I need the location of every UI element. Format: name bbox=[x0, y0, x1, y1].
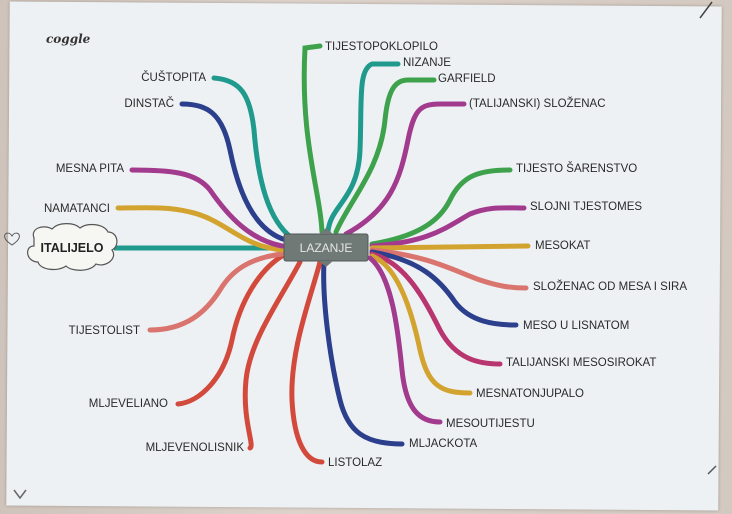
branch-label-tijestopoklopilo[interactable]: TIJESTOPOKLOPILO bbox=[325, 41, 438, 53]
branch-labels: TIJESTOPOKLOPILO NIZANJE GARFIELD (TALIJANS… bbox=[44, 41, 687, 469]
clip-bottom-right bbox=[707, 465, 717, 475]
branch-line-mesoutijestu bbox=[367, 255, 443, 425]
branch-line-mesokat bbox=[369, 243, 531, 251]
branch-label-slozenac-od-mesa[interactable]: SLOŽENAC OD MESA I SIRA bbox=[533, 280, 687, 293]
branch-line-custopita bbox=[211, 75, 295, 241]
branch-label-mesnatonjupalo[interactable]: MESNATONJUPALO bbox=[476, 388, 584, 400]
branch-line-mljevenolisnik bbox=[242, 259, 303, 451]
branch-line-tijestopoklopilo bbox=[301, 43, 325, 235]
branch-line-listolaz bbox=[289, 259, 325, 465]
branch-label-slojni-tjestomes[interactable]: SLOJNI TJESTOMES bbox=[530, 201, 642, 213]
branch-label-dinstac[interactable]: DINSTAČ bbox=[124, 97, 174, 110]
branch-label-mesoutijestu[interactable]: MESOUTIJESTU bbox=[446, 418, 535, 430]
branch-line-slozenac-od-mesa bbox=[369, 247, 529, 291]
branch-line-mesna-pita bbox=[129, 167, 285, 249]
branch-label-tijestolist[interactable]: TIJESTOLIST bbox=[69, 325, 140, 337]
branch-line-meso-u-lisnatom bbox=[369, 249, 519, 328]
branch-label-talijanski-slozenac[interactable]: (TALIJANSKI) SLOŽENAC bbox=[469, 97, 606, 110]
branch-line-slojni-tjestomes bbox=[369, 205, 527, 249]
branch-label-talijanski-mesosirokat[interactable]: TALIJANSKI MESOSIROKAT bbox=[506, 357, 656, 369]
branch-line-dinstac bbox=[179, 101, 289, 243]
branch-line-mljeveliano bbox=[175, 253, 285, 407]
branch-line-tijesto-sarenstvo bbox=[369, 167, 513, 247]
branch-line-tijestolist bbox=[147, 251, 285, 333]
branch-label-mljevenolisnik[interactable]: MLJEVENOLISNIK bbox=[146, 442, 245, 454]
branch-label-garfield[interactable]: GARFIELD bbox=[438, 73, 496, 85]
branch-lines bbox=[114, 43, 531, 465]
branch-label-mljackota[interactable]: MLJACKOTA bbox=[409, 438, 477, 450]
branch-line-mljackota bbox=[321, 259, 405, 447]
branch-label-custopita[interactable]: ČUŠTOPITA bbox=[141, 71, 206, 84]
branch-label-mesokat[interactable]: MESOKAT bbox=[535, 240, 590, 252]
root-cloud-shape bbox=[27, 223, 118, 271]
branch-line-talijanski-slozenac bbox=[343, 101, 467, 237]
coggle-logo: coggle bbox=[46, 32, 91, 46]
branch-line-namatanci bbox=[115, 205, 285, 253]
branch-label-mljeveliano[interactable]: MLJEVELIANO bbox=[89, 398, 168, 410]
branch-line-nizanje bbox=[325, 61, 401, 235]
branch-label-listolaz[interactable]: LISTOLAZ bbox=[328, 457, 382, 469]
branch-line-talijanski-mesosirokat bbox=[369, 251, 503, 367]
clip-top-right bbox=[699, 1, 713, 19]
root-node-label: ITALIJELO bbox=[41, 241, 104, 255]
branch-line-mesnatonjupalo bbox=[369, 253, 473, 396]
central-node[interactable]: LAZANJE bbox=[283, 228, 369, 267]
clip-bottom-left bbox=[13, 489, 27, 500]
branch-label-mesna-pita[interactable]: MESNA PITA bbox=[56, 163, 124, 175]
heart-icon bbox=[4, 232, 20, 246]
branch-label-nizanje[interactable]: NIZANJE bbox=[403, 57, 451, 69]
branch-label-meso-u-lisnatom[interactable]: MESO U LISNATOM bbox=[523, 320, 629, 332]
branch-line-garfield bbox=[333, 77, 437, 235]
branch-label-namatanci[interactable]: NAMATANCI bbox=[44, 203, 110, 215]
branch-label-tijesto-sarenstvo[interactable]: TIJESTO ŠARENSTVO bbox=[516, 162, 637, 175]
central-node-label: LAZANJE bbox=[300, 241, 353, 255]
root-node[interactable]: ITALIJELO bbox=[4, 223, 118, 271]
